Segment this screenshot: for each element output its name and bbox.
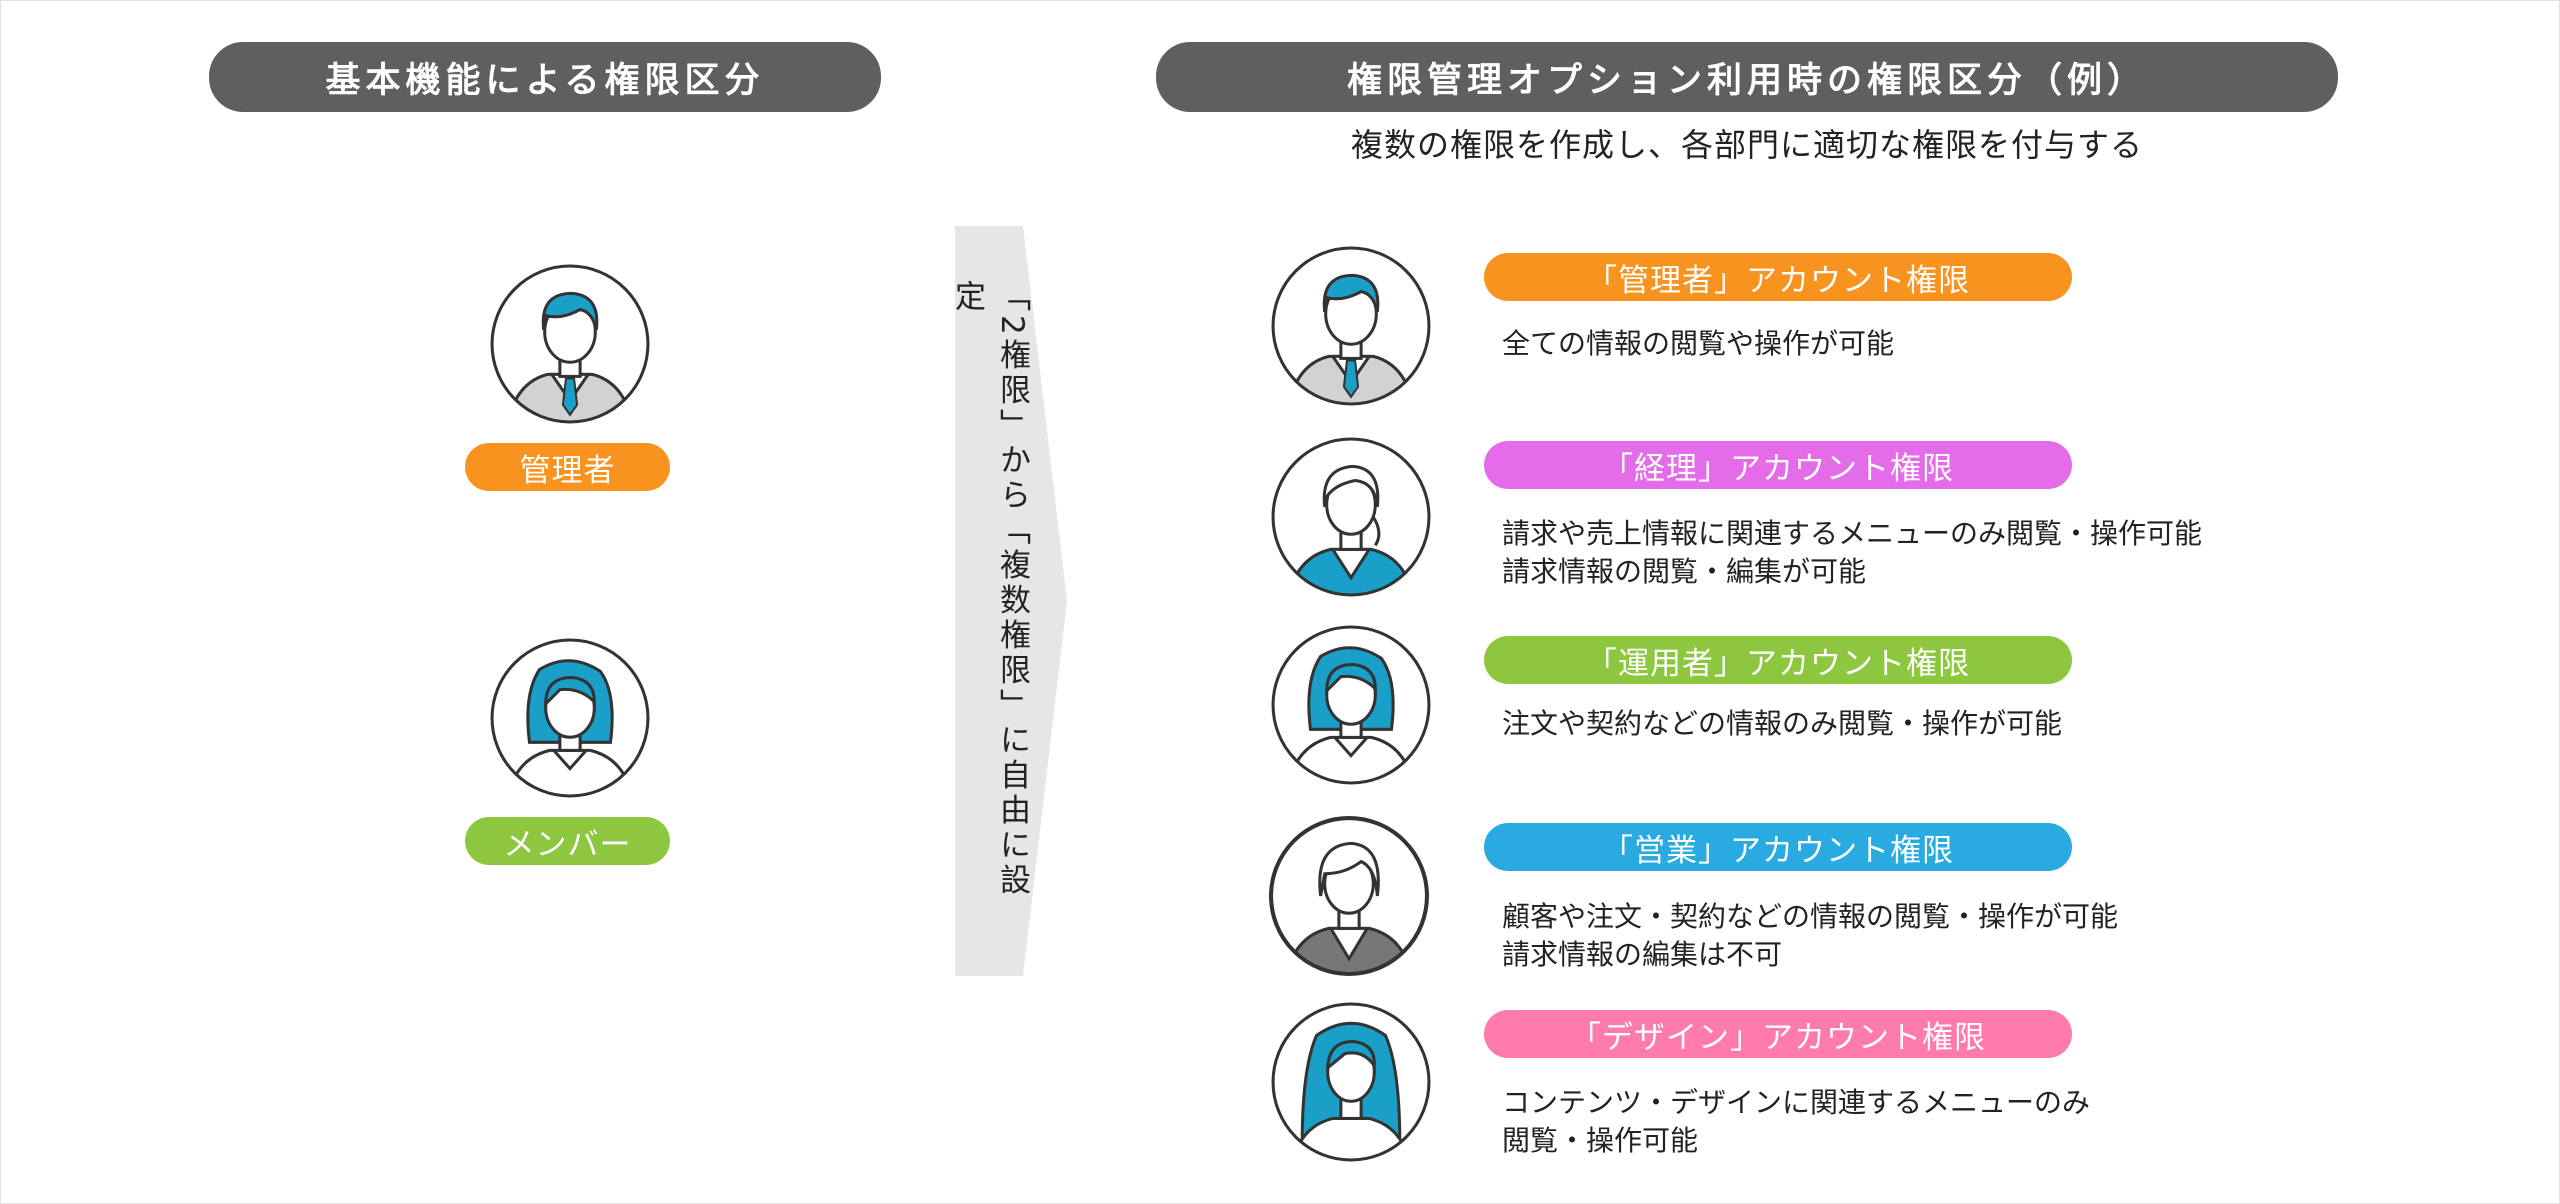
accounting-avatar-icon (1270, 436, 1432, 598)
operator-avatar-icon (1270, 624, 1432, 786)
role-badge-member: メンバー (465, 817, 670, 865)
account-operator-line-1: 注文や契約などの情報のみ閲覧・操作が可能 (1502, 707, 2063, 740)
option-subtitle: 複数の権限を作成し、各部門に適切な権限を付与する (1350, 126, 2143, 164)
account-sales-line-2: 請求情報の編集は不可 (1502, 938, 1783, 971)
account-design-line-2: 閲覧・操作可能 (1502, 1124, 1699, 1157)
arrow-label: 「2権限」から「複数権限」に自由に設定 (949, 280, 1030, 899)
account-accounting-line-1: 請求や売上情報に関連するメニューのみ閲覧・操作可能 (1502, 517, 2203, 550)
sales-avatar-icon (1268, 815, 1430, 977)
account-accounting-line-2: 請求情報の閲覧・編集が可能 (1502, 555, 1867, 588)
account-admin-description: 全ての情報の閲覧や操作が可能 (1502, 325, 2322, 363)
option-roles-header: 権限管理オプション利用時の権限区分（例） (1156, 42, 2338, 112)
account-admin-line-1: 全ての情報の閲覧や操作が可能 (1502, 327, 1895, 360)
designer-avatar-icon (1270, 1001, 1432, 1163)
account-accounting-title: 「経理」アカウント権限 (1484, 441, 2072, 489)
account-accounting-description: 請求や売上情報に関連するメニューのみ閲覧・操作可能 請求情報の閲覧・編集が可能 (1502, 515, 2322, 591)
male-suit-avatar-icon (489, 263, 651, 425)
account-design-description: コンテンツ・デザインに関連するメニューのみ 閲覧・操作可能 (1502, 1084, 2322, 1160)
basic-roles-header: 基本機能による権限区分 (209, 42, 881, 112)
account-operator-description: 注文や契約などの情報のみ閲覧・操作が可能 (1502, 705, 2322, 743)
admin-avatar-icon (1270, 245, 1432, 407)
account-sales-description: 顧客や注文・契約などの情報の閲覧・操作が可能 請求情報の編集は不可 (1502, 898, 2322, 974)
account-design-line-1: コンテンツ・デザインに関連するメニューのみ (1502, 1086, 2091, 1119)
account-operator-title: 「運用者」アカウント権限 (1484, 636, 2072, 684)
account-sales-title: 「営業」アカウント権限 (1484, 823, 2072, 871)
female-avatar-icon (489, 637, 651, 799)
right-arrow-shape (955, 226, 1067, 976)
account-design-title: 「デザイン」アカウント権限 (1484, 1010, 2072, 1058)
account-sales-line-1: 顧客や注文・契約などの情報の閲覧・操作が可能 (1502, 900, 2119, 933)
account-admin-title: 「管理者」アカウント権限 (1484, 253, 2072, 301)
role-badge-admin: 管理者 (465, 443, 670, 491)
